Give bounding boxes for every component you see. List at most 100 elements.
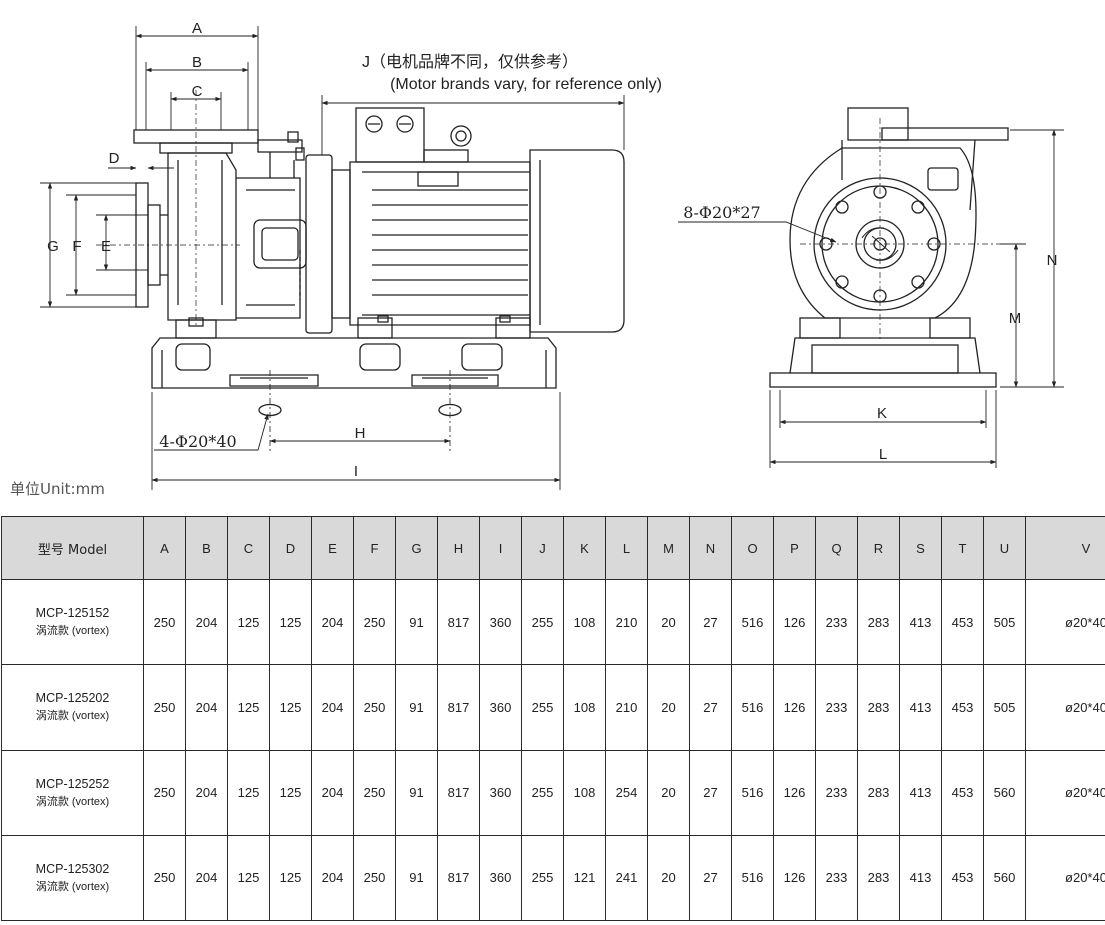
header-col: U	[983, 516, 1026, 580]
value-cell: 360	[479, 664, 522, 751]
value-cell: 20	[647, 749, 690, 836]
value-cell: 360	[479, 578, 522, 666]
value-cell: 254	[605, 749, 648, 836]
value-cell: 126	[773, 578, 816, 666]
value-cell: 210	[605, 664, 648, 751]
value-cell: 108	[563, 749, 606, 836]
value-cell: 233	[815, 834, 858, 922]
dim-label-n: N	[1047, 252, 1058, 269]
dim-label-j: J（电机品牌不同，仅供参考）	[362, 53, 578, 71]
front-view	[769, 107, 1020, 388]
front-view-labels: N M K L 8-Φ20*27	[683, 203, 1057, 463]
model-type: 涡流款 (vortex)	[35, 710, 110, 723]
value-cell: 817	[437, 834, 480, 922]
header-model: 型号 Model	[1, 516, 144, 580]
dim-label-c: C	[192, 83, 203, 100]
value-cell: 125	[269, 664, 312, 751]
value-cell: 125	[227, 834, 270, 922]
header-col: O	[731, 516, 774, 580]
value-cell: 126	[773, 749, 816, 836]
header-col: S	[899, 516, 942, 580]
value-cell: 505	[983, 578, 1026, 666]
value-cell: 27	[689, 749, 732, 836]
dim-label-l: L	[879, 446, 887, 463]
value-cell: 125	[227, 578, 270, 666]
value-cell: 210	[605, 578, 648, 666]
dim-label-a: A	[192, 20, 202, 37]
header-col: E	[311, 516, 354, 580]
value-cell: ø20*40	[1025, 834, 1105, 922]
unit-label: 单位Unit:mm	[10, 480, 105, 498]
dimension-drawing: A B C D G F E H I J（电机品牌不同，仅供参考） (Motor …	[40, 20, 1064, 490]
value-cell: 204	[185, 578, 228, 666]
header-col: F	[353, 516, 396, 580]
header-col: B	[185, 516, 228, 580]
value-cell: 453	[941, 664, 984, 751]
dim-label-h: H	[355, 425, 366, 442]
value-cell: 20	[647, 664, 690, 751]
model-cell: MCP-125202 涡流款 (vortex)	[1, 664, 144, 751]
value-cell: 125	[269, 834, 312, 922]
value-cell: 505	[983, 664, 1026, 751]
model-type: 涡流款 (vortex)	[35, 625, 110, 638]
spec-table: 型号 Model A B C D E F G H I J K L M N O P…	[1, 516, 1105, 922]
value-cell: 250	[353, 834, 396, 922]
dim-label-e: E	[101, 238, 111, 255]
value-cell: 817	[437, 664, 480, 751]
value-cell: 204	[311, 664, 354, 751]
table-header-row: 型号 Model A B C D E F G H I J K L M N O P…	[1, 516, 1105, 580]
header-col: K	[563, 516, 606, 580]
value-cell: 204	[185, 749, 228, 836]
value-cell: 204	[311, 749, 354, 836]
value-cell: 250	[353, 664, 396, 751]
value-cell: 20	[647, 834, 690, 922]
value-cell: 250	[143, 578, 186, 666]
header-col: J	[521, 516, 564, 580]
value-cell: 125	[227, 749, 270, 836]
value-cell: 125	[269, 578, 312, 666]
header-col: T	[941, 516, 984, 580]
dim-label-m: M	[1009, 310, 1022, 327]
dim-label-k: K	[877, 405, 887, 422]
base-hole-callout: 4-Φ20*40	[159, 432, 236, 451]
model-type: 涡流款 (vortex)	[35, 880, 110, 893]
header-col: Q	[815, 516, 858, 580]
value-cell: 255	[521, 664, 564, 751]
header-col: L	[605, 516, 648, 580]
value-cell: 125	[269, 749, 312, 836]
value-cell: 255	[521, 749, 564, 836]
value-cell: 233	[815, 749, 858, 836]
value-cell: 91	[395, 578, 438, 666]
value-cell: 250	[143, 664, 186, 751]
value-cell: 126	[773, 664, 816, 751]
value-cell: 255	[521, 834, 564, 922]
dim-label-j-note: (Motor brands vary, for reference only)	[390, 76, 662, 93]
value-cell: 453	[941, 834, 984, 922]
header-col: V	[1025, 516, 1105, 580]
value-cell: 121	[563, 834, 606, 922]
value-cell: 233	[815, 578, 858, 666]
value-cell: 413	[899, 664, 942, 751]
header-col: D	[269, 516, 312, 580]
flange-hole-callout: 8-Φ20*27	[683, 203, 760, 222]
value-cell: 27	[689, 664, 732, 751]
value-cell: 516	[731, 749, 774, 836]
value-cell: 27	[689, 834, 732, 922]
value-cell: 204	[311, 834, 354, 922]
model-number: MCP-125202	[35, 691, 110, 706]
header-col: P	[773, 516, 816, 580]
value-cell: 250	[353, 749, 396, 836]
value-cell: 241	[605, 834, 648, 922]
value-cell: 413	[899, 834, 942, 922]
value-cell: 250	[143, 749, 186, 836]
value-cell: 283	[857, 578, 900, 666]
value-cell: 560	[983, 749, 1026, 836]
header-col: I	[479, 516, 522, 580]
value-cell: 91	[395, 834, 438, 922]
value-cell: 255	[521, 578, 564, 666]
value-cell: 516	[731, 578, 774, 666]
